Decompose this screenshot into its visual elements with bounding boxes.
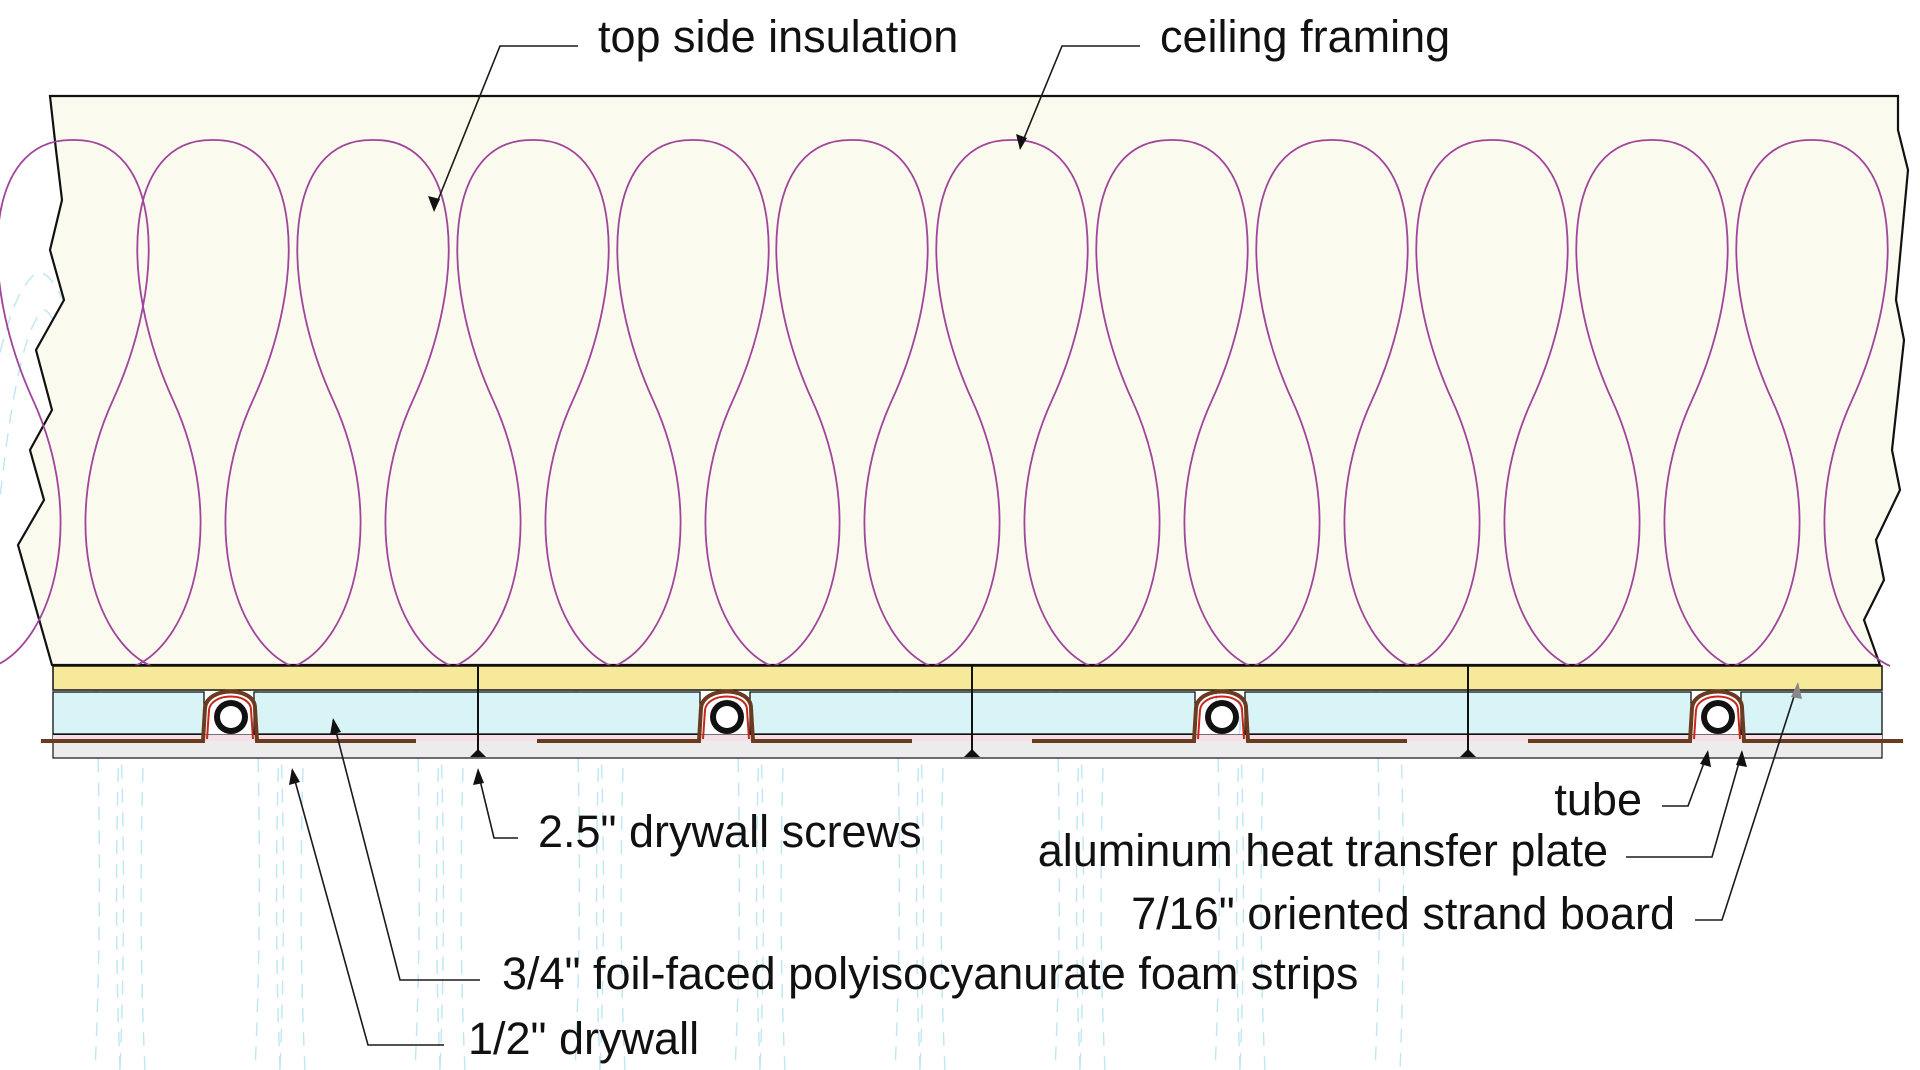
leader-foam (332, 719, 480, 981)
label-osb: 7/16" oriented strand board (1131, 888, 1675, 939)
osb-layer (52, 665, 1883, 691)
leader-framing (1019, 45, 1140, 149)
label-plate: aluminum heat transfer plate (1038, 825, 1608, 876)
drywall-pink-edge (53, 735, 1882, 741)
tubes (214, 700, 1735, 734)
foam-strips (52, 691, 1883, 735)
label-tube: tube (1554, 774, 1642, 825)
plate-red-edge (1693, 695, 1741, 740)
tube-inner (220, 706, 242, 728)
leader-screws (477, 771, 518, 839)
arrowhead-tube (1700, 750, 1711, 767)
arrowhead-insulation (428, 196, 440, 212)
plate-red-edge (206, 695, 254, 740)
label-drywall: 1/2" drywall (468, 1013, 699, 1064)
insulation-loop (294, 139, 452, 667)
insulation-loop (1573, 139, 1731, 667)
heat-transfer-plate (537, 689, 912, 743)
leader-osb (1695, 683, 1799, 921)
tube-inner (1211, 706, 1233, 728)
tube-inner (1707, 706, 1729, 728)
insulation-loop (773, 139, 931, 667)
ghost-arch (0, 309, 101, 1070)
insulation-loop (454, 139, 612, 667)
heat-transfer-plate (1528, 689, 1903, 743)
heat-transfer-plate (1032, 689, 1407, 743)
label-insulation: top side insulation (598, 11, 958, 62)
insulation-loop (0, 139, 152, 667)
insulation-loop (1413, 139, 1571, 667)
screw-head (1460, 749, 1476, 757)
plate-red-edge (702, 695, 750, 740)
leader-tube (1662, 751, 1709, 807)
insulation-loop (614, 139, 772, 667)
screw-head (964, 749, 980, 757)
leader-plate (1626, 751, 1743, 858)
leader-insulation (433, 45, 578, 211)
insulation-loop (1733, 139, 1891, 667)
arrowhead-screws (473, 768, 484, 785)
drywall-screws (470, 664, 1476, 757)
arrowhead-osb (1791, 682, 1802, 699)
insulation-loop (933, 139, 1091, 667)
arrowhead-plate (1736, 750, 1747, 767)
arrowhead-drywall (289, 768, 300, 785)
leader-lines (291, 45, 1799, 1046)
arrowhead-foam (330, 718, 341, 735)
insulation-loop (1253, 139, 1411, 667)
label-framing: ceiling framing (1160, 11, 1450, 62)
plate-red-edge (1197, 695, 1245, 740)
leader-drywall (291, 769, 444, 1046)
label-foam: 3/4" foil-faced polyisocyanurate foam st… (502, 948, 1358, 999)
tube-inner (716, 706, 738, 728)
heat-transfer-plate (41, 689, 416, 743)
insulation-loop (1093, 139, 1251, 667)
foam-strip (1740, 691, 1883, 735)
screw-head (470, 749, 486, 757)
insulation-loop (134, 139, 292, 667)
heat-transfer-plates (41, 689, 1903, 743)
foam-strip (52, 691, 205, 735)
leader-arrowheads (289, 134, 1802, 785)
arrowhead-framing (1016, 134, 1027, 150)
insulation-loops (0, 139, 1891, 667)
label-screws: 2.5" drywall screws (538, 806, 922, 857)
